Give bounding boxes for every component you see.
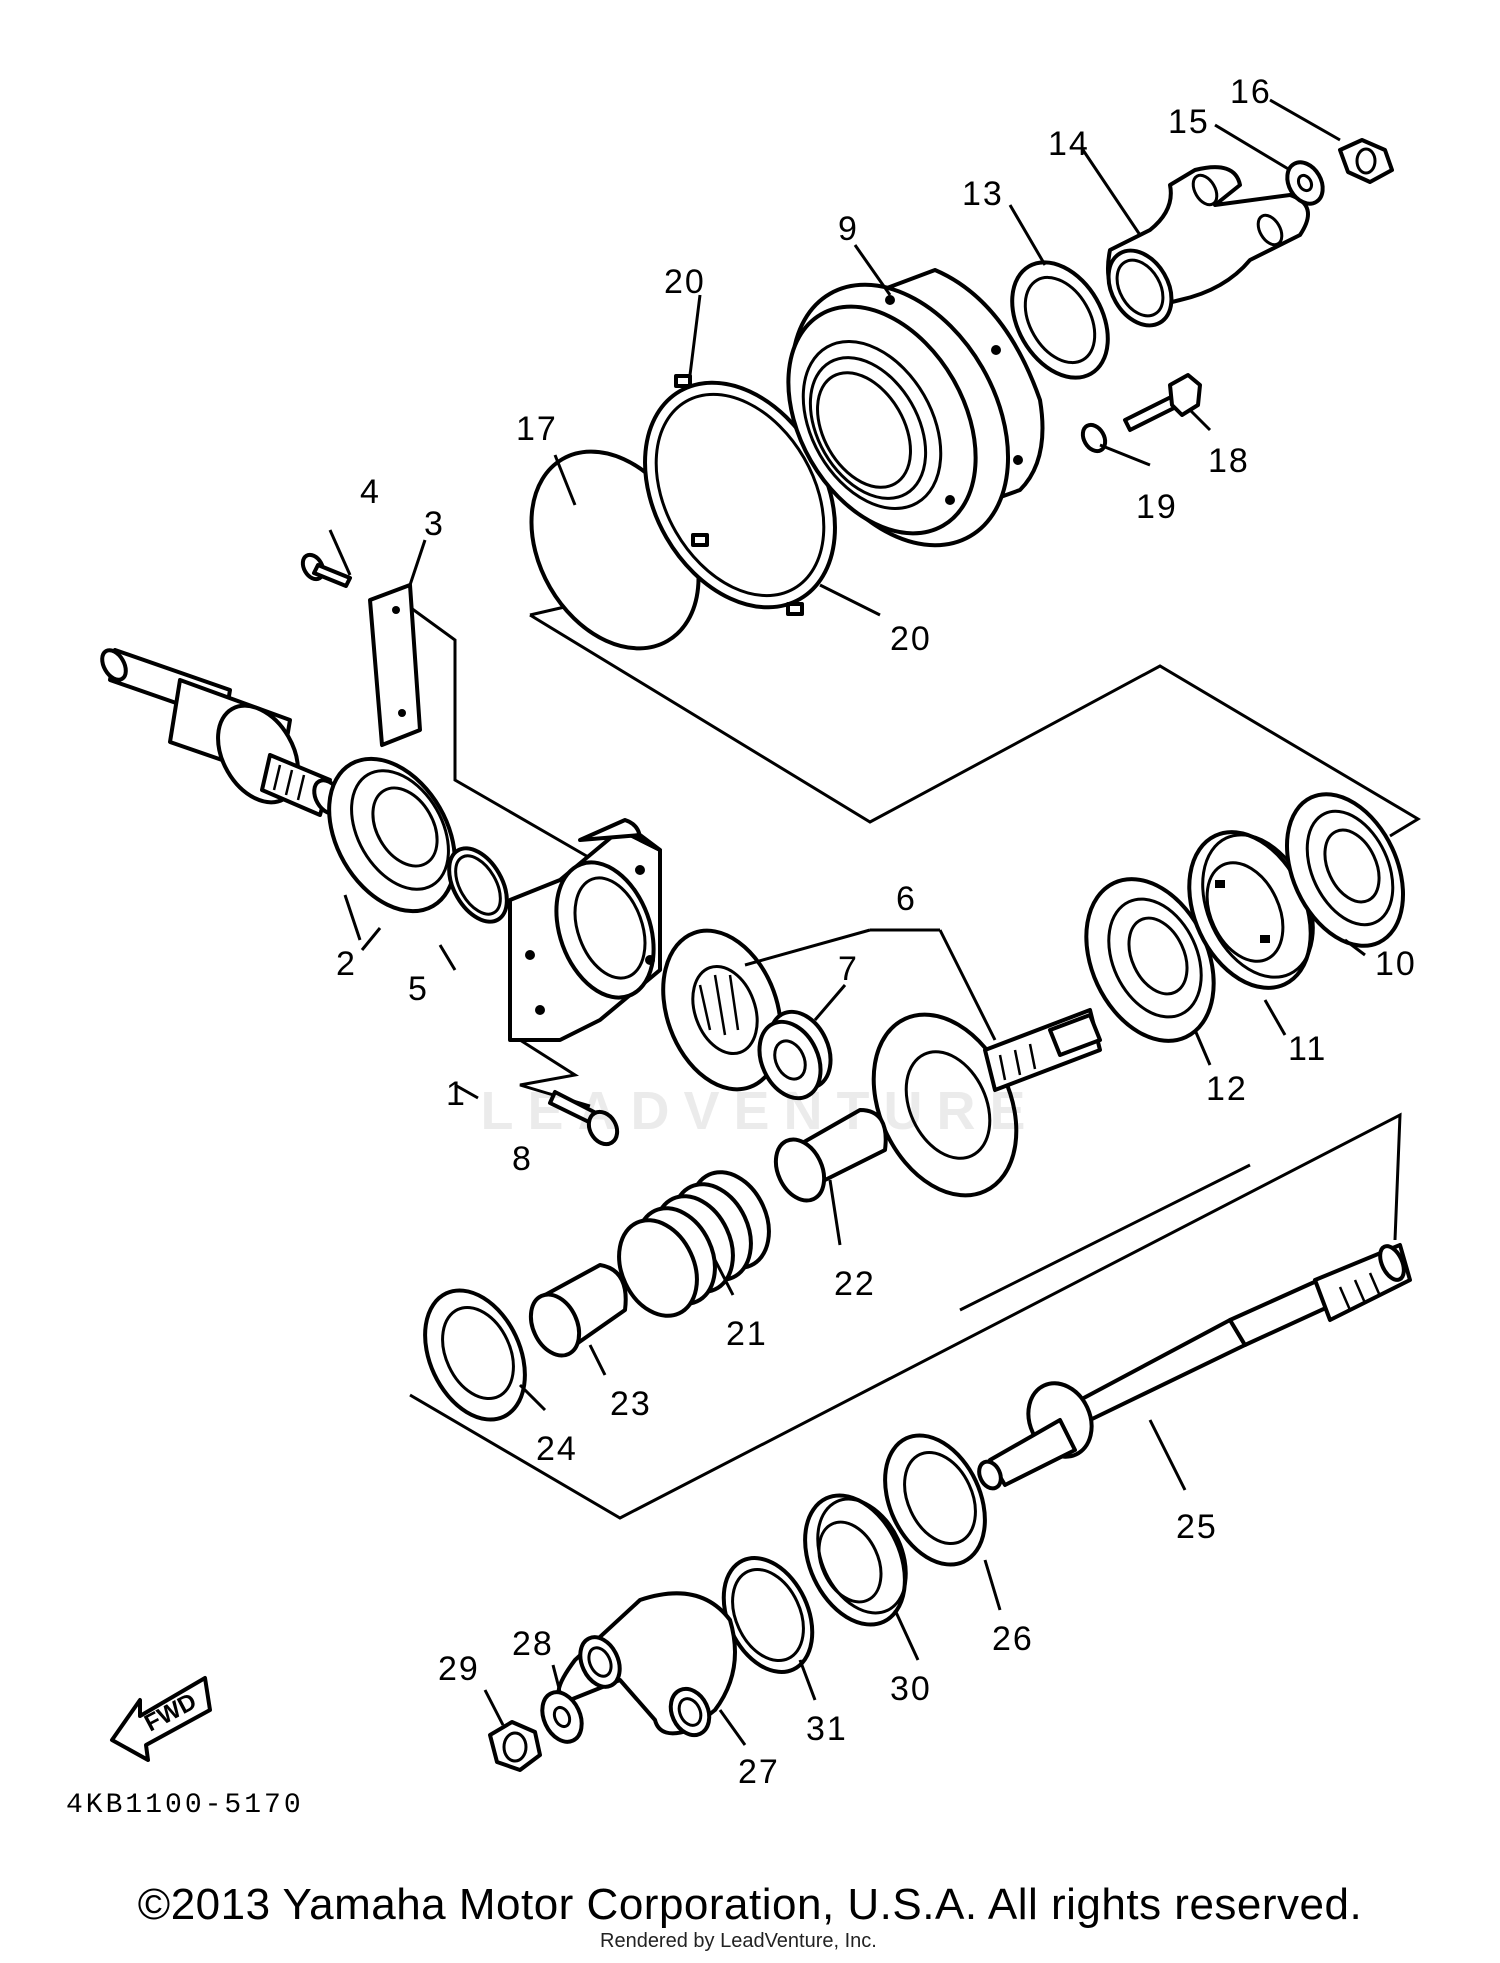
washer-28[interactable]: [535, 1686, 590, 1748]
collar-22[interactable]: [767, 1108, 888, 1208]
washer-15[interactable]: [1280, 156, 1330, 210]
part-label-15[interactable]: 15: [1168, 103, 1210, 141]
bolt-18[interactable]: [1123, 373, 1202, 432]
part-label-20-top[interactable]: 20: [664, 263, 706, 301]
part-label-23[interactable]: 23: [610, 1385, 652, 1423]
part-label-17[interactable]: 17: [516, 410, 558, 448]
oil-seal[interactable]: [993, 245, 1128, 394]
part-label-9[interactable]: 9: [838, 210, 859, 248]
part-label-21[interactable]: 21: [726, 1315, 768, 1353]
shim-ring[interactable]: [606, 349, 873, 642]
universal-joint-yoke[interactable]: [1096, 165, 1310, 336]
forward-direction-arrow: FWD: [110, 1676, 212, 1762]
part-label-27[interactable]: 27: [738, 1753, 780, 1791]
drive-shaft-25[interactable]: [975, 1242, 1412, 1491]
part-label-8[interactable]: 8: [512, 1140, 533, 1178]
part-label-29[interactable]: 29: [438, 1650, 480, 1688]
part-label-31[interactable]: 31: [806, 1710, 848, 1748]
rendered-by-credit: Rendered by LeadVenture, Inc.: [600, 1930, 877, 1952]
part-label-3[interactable]: 3: [424, 505, 445, 543]
part-label-10[interactable]: 10: [1375, 945, 1417, 983]
part-number-labels: 1 2 3 4 5 6 7 8 9 10 11 12 13 14 15 16 1…: [336, 73, 1417, 1791]
part-label-18[interactable]: 18: [1208, 442, 1250, 480]
diagram-code: 4KB1100-5170: [66, 1790, 304, 1821]
bracket-line-upper: [529, 613, 1421, 838]
bearing-24[interactable]: [405, 1274, 544, 1435]
drive-pinion-shaft[interactable]: [97, 646, 347, 818]
bolt-8[interactable]: [548, 1090, 623, 1149]
part-label-30[interactable]: 30: [890, 1670, 932, 1708]
washer-19[interactable]: [1078, 421, 1109, 455]
part-label-26[interactable]: 26: [992, 1620, 1034, 1658]
part-label-7[interactable]: 7: [838, 950, 859, 988]
part-label-2[interactable]: 2: [336, 945, 357, 983]
part-label-24[interactable]: 24: [536, 1430, 578, 1468]
locking-plate-3[interactable]: [368, 583, 422, 747]
part-label-12[interactable]: 12: [1206, 1070, 1248, 1108]
part-label-20-bottom[interactable]: 20: [890, 620, 932, 658]
copyright-notice: ©2013 Yamaha Motor Corporation, U.S.A. A…: [137, 1880, 1363, 1929]
spring-21[interactable]: [604, 1159, 784, 1328]
part-label-1[interactable]: 1: [446, 1075, 467, 1113]
part-label-4[interactable]: 4: [360, 473, 381, 511]
o-ring-5[interactable]: [437, 838, 519, 931]
leadventure-watermark: LEADVENTURE: [480, 1081, 1040, 1141]
nut-7[interactable]: [748, 1002, 843, 1108]
part-label-22[interactable]: 22: [834, 1265, 876, 1303]
screw-4[interactable]: [299, 551, 352, 588]
bearing-26[interactable]: [865, 1419, 1004, 1580]
universal-joint-yoke-27[interactable]: [556, 1591, 737, 1741]
bracket-line-shaft: [959, 1163, 1251, 1312]
bearing-2[interactable]: [303, 736, 480, 933]
part-label-28[interactable]: 28: [512, 1625, 554, 1663]
part-label-19[interactable]: 19: [1136, 488, 1178, 526]
bearing-10[interactable]: [1264, 776, 1426, 965]
part-label-25[interactable]: 25: [1176, 1508, 1218, 1546]
bracket-line-lower: [409, 1112, 1402, 1520]
part-label-14[interactable]: 14: [1048, 125, 1090, 163]
part-label-13[interactable]: 13: [962, 175, 1004, 213]
ring-gear-set[interactable]: [642, 914, 801, 1106]
part-label-16[interactable]: 16: [1230, 73, 1272, 111]
part-label-6[interactable]: 6: [896, 880, 917, 918]
nut-29[interactable]: [488, 1720, 542, 1772]
nut-16[interactable]: [1338, 138, 1394, 184]
bracket-line-3: [399, 598, 591, 860]
part-label-11[interactable]: 11: [1288, 1030, 1327, 1068]
collar-23[interactable]: [522, 1263, 628, 1363]
ring-nut-30[interactable]: [785, 1479, 924, 1640]
bearing-housing[interactable]: [748, 246, 1053, 583]
part-label-5[interactable]: 5: [408, 970, 429, 1008]
bearing-retainer-1[interactable]: [508, 818, 671, 1042]
